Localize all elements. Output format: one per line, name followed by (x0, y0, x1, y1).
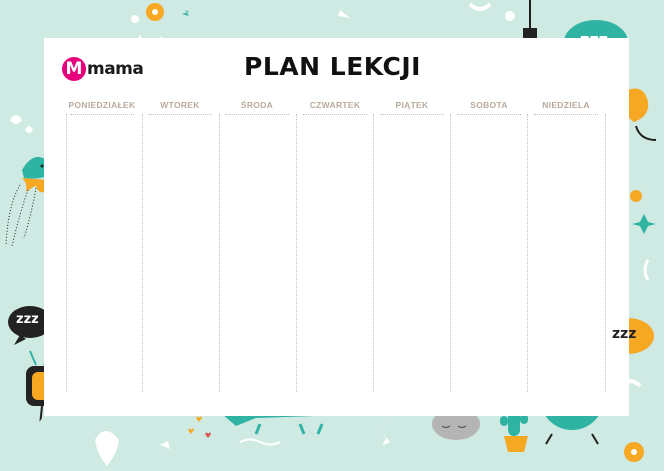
sleep-bubble-text-right: zzz (612, 326, 637, 342)
sleep-bubble-left-icon (8, 306, 52, 345)
side-lamp-icon (624, 88, 657, 141)
day-header: SOBOTA (470, 100, 508, 110)
column-divider (373, 114, 374, 392)
sleep-bubble-text-left: zzz (16, 312, 39, 327)
cactus-icon (500, 410, 528, 452)
day-column-friday: PIĄTEK (374, 100, 450, 392)
brand-name: mama (87, 59, 144, 79)
day-column-tuesday: WTOREK (142, 100, 218, 392)
day-header: NIEDZIELA (542, 100, 590, 110)
day-column-monday: PONIEDZIAŁEK (64, 100, 140, 392)
star-right-icon (632, 214, 656, 234)
day-header: WTOREK (160, 100, 200, 110)
day-header: ŚRODA (240, 100, 274, 110)
day-header: PONIEDZIAŁEK (68, 100, 136, 110)
schedule-sheet (44, 38, 629, 416)
brand-logo: M mama (62, 56, 144, 82)
column-divider (66, 114, 67, 392)
column-divider (605, 114, 606, 392)
day-column-sunday: NIEDZIELA (528, 100, 604, 392)
day-column-wednesday: ŚRODA (219, 100, 295, 392)
day-header: PIĄTEK (395, 100, 429, 110)
column-divider (219, 114, 220, 392)
day-column-saturday: SOBOTA (451, 100, 527, 392)
page-title: PLAN LEKCJI (244, 52, 421, 81)
sleep-bubble-text-top: zzz (580, 30, 608, 49)
day-column-thursday: CZWARTEK (297, 100, 373, 392)
column-divider (450, 114, 451, 392)
star-icon (182, 10, 189, 16)
day-header: CZWARTEK (309, 100, 361, 110)
column-divider (296, 114, 297, 392)
column-divider (527, 114, 528, 392)
brand-badge: M (62, 57, 86, 81)
column-divider (142, 114, 143, 392)
